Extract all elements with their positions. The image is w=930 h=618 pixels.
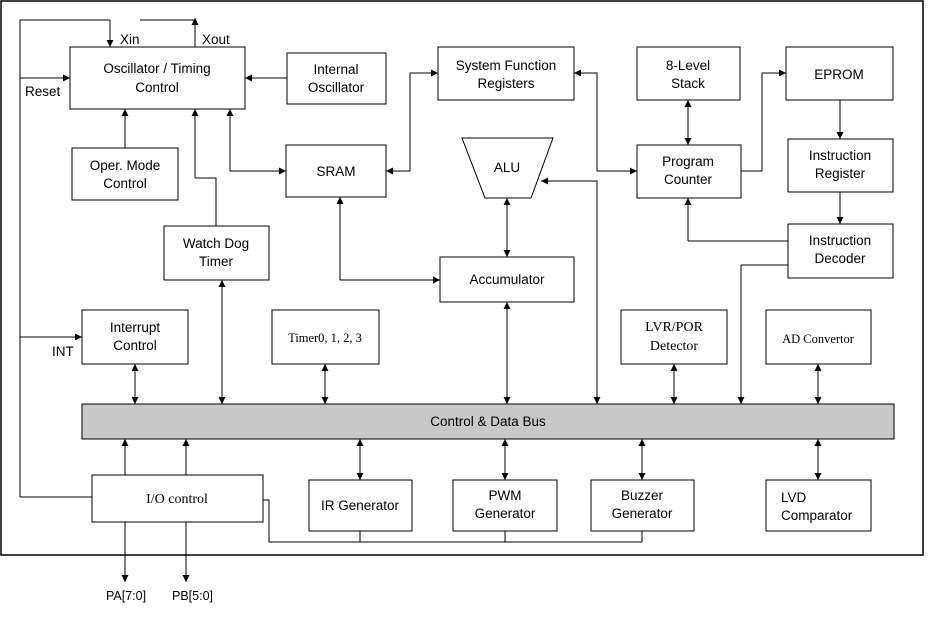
program-counter-label-2: Counter bbox=[664, 172, 713, 187]
internal-oscillator-block: Internal Oscillator bbox=[286, 52, 387, 105]
alu-label: ALU bbox=[494, 160, 520, 175]
lvd-comparator-block: LVD Comparator bbox=[765, 479, 872, 532]
buzzer-generator-label-2: Generator bbox=[612, 506, 673, 521]
lvd-label-1: LVD bbox=[781, 490, 807, 505]
watch-dog-label-2: Timer bbox=[199, 254, 233, 269]
timers-block: Timer0, 1, 2, 3 bbox=[271, 309, 380, 365]
system-function-label-2: Registers bbox=[477, 76, 534, 91]
instruction-decoder-label-1: Instruction bbox=[809, 233, 871, 248]
int-label: INT bbox=[52, 344, 74, 359]
alu-block: ALU bbox=[461, 137, 554, 199]
stack-label-1: 8-Level bbox=[666, 58, 710, 73]
oscillator-timing-label-2: Control bbox=[135, 80, 179, 95]
system-function-registers-block: System Function Registers bbox=[437, 46, 575, 101]
instruction-register-block: Instruction Register bbox=[787, 138, 894, 193]
ir-generator-label: IR Generator bbox=[321, 498, 400, 513]
io-control-block: I/O control bbox=[91, 474, 264, 523]
instruction-register-label-1: Instruction bbox=[809, 148, 871, 163]
xin-label: Xin bbox=[120, 32, 140, 47]
timers-label: Timer0, 1, 2, 3 bbox=[288, 331, 362, 345]
lvd-label-2: Comparator bbox=[781, 508, 853, 523]
program-counter-label-1: Program bbox=[662, 154, 714, 169]
internal-oscillator-label-1: Internal bbox=[313, 62, 358, 77]
pc-eprom-arrow bbox=[741, 69, 786, 172]
lvr-por-label-1: LVR/POR bbox=[645, 320, 704, 335]
pa-port-label: PA[7:0] bbox=[106, 589, 146, 603]
sfr-pc-arrow bbox=[574, 69, 637, 175]
ad-convertor-label: AD Convertor bbox=[782, 332, 855, 346]
lvr-por-label-2: Detector bbox=[650, 339, 699, 354]
lvr-por-detector-block: LVR/POR Detector bbox=[620, 309, 728, 365]
sram-label: SRAM bbox=[316, 164, 355, 179]
accumulator-label: Accumulator bbox=[469, 272, 545, 287]
sram-acc-arrow bbox=[336, 197, 440, 284]
reset-label: Reset bbox=[25, 84, 61, 99]
io-control-label: I/O control bbox=[146, 492, 208, 507]
left-rail-wire bbox=[19, 19, 110, 497]
eprom-label: EPROM bbox=[814, 67, 864, 82]
system-function-label-1: System Function bbox=[456, 58, 557, 73]
interrupt-control-block: Interrupt Control bbox=[81, 309, 189, 365]
osc-sram-arrow bbox=[226, 109, 286, 175]
xout-wire bbox=[140, 19, 196, 47]
pwm-generator-label-1: PWM bbox=[489, 488, 522, 503]
alu-bus-arrow bbox=[541, 177, 601, 404]
pwm-generator-block: PWM Generator bbox=[452, 479, 558, 532]
stack-block: 8-Level Stack bbox=[636, 46, 741, 101]
stack-label-2: Stack bbox=[671, 76, 705, 91]
control-data-bus: Control & Data Bus bbox=[81, 403, 895, 440]
watch-dog-timer-block: Watch Dog Timer bbox=[163, 225, 270, 281]
sram-block: SRAM bbox=[285, 144, 387, 198]
sram-sfr-arrow bbox=[386, 69, 438, 175]
chip-boundary bbox=[0, 0, 924, 556]
generator-output-wire bbox=[263, 499, 643, 543]
interrupt-label-1: Interrupt bbox=[110, 320, 161, 335]
instruction-decoder-label-2: Decoder bbox=[814, 251, 866, 266]
oper-mode-label-2: Control bbox=[103, 176, 147, 191]
eprom-block: EPROM bbox=[785, 46, 894, 101]
accumulator-block: Accumulator bbox=[439, 256, 575, 303]
watch-dog-label-1: Watch Dog bbox=[183, 236, 249, 251]
buzzer-generator-block: Buzzer Generator bbox=[590, 479, 695, 532]
oper-mode-control-block: Oper. Mode Control bbox=[71, 147, 179, 201]
program-counter-block: Program Counter bbox=[636, 144, 742, 199]
buzzer-generator-label-1: Buzzer bbox=[621, 488, 664, 503]
bus-label: Control & Data Bus bbox=[430, 414, 546, 429]
watchdog-wire bbox=[195, 177, 217, 226]
oscillator-timing-control-block: Oscillator / Timing Control bbox=[69, 46, 246, 110]
instruction-decoder-block: Instruction Decoder bbox=[787, 223, 894, 279]
pb-port-label: PB[5:0] bbox=[172, 589, 213, 603]
internal-oscillator-label-2: Oscillator bbox=[308, 80, 365, 95]
oper-mode-label-1: Oper. Mode bbox=[90, 158, 161, 173]
instruction-register-label-2: Register bbox=[815, 166, 866, 181]
xout-label: Xout bbox=[202, 32, 230, 47]
ad-convertor-block: AD Convertor bbox=[765, 309, 872, 365]
oscillator-timing-label-1: Oscillator / Timing bbox=[103, 61, 210, 76]
interrupt-label-2: Control bbox=[113, 338, 157, 353]
pwm-generator-label-2: Generator bbox=[475, 506, 536, 521]
ir-generator-block: IR Generator bbox=[308, 479, 413, 532]
